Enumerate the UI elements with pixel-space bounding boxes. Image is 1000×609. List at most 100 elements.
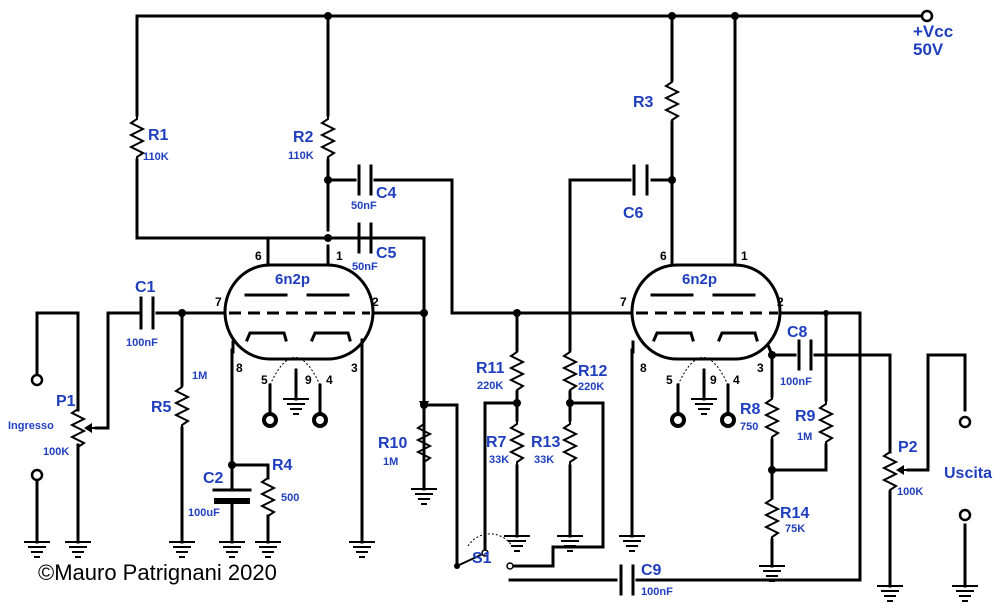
svg-text:100nF: 100nF <box>780 376 812 388</box>
input-terminal-hot <box>30 373 44 387</box>
potentiometer-P1 <box>71 404 108 452</box>
svg-text:8: 8 <box>236 361 243 375</box>
resistor-R1 <box>130 114 144 162</box>
svg-text:1: 1 <box>741 249 748 263</box>
svg-text:C9: C9 <box>641 562 662 579</box>
svg-text:4: 4 <box>326 373 333 387</box>
svg-text:C1: C1 <box>135 279 156 296</box>
svg-text:R5: R5 <box>151 399 172 416</box>
capacitor-C4 <box>357 164 373 196</box>
capacitor-C9 <box>619 564 635 596</box>
svg-text:C2: C2 <box>203 470 224 487</box>
svg-text:R1: R1 <box>148 127 169 144</box>
resistor-R8 <box>765 394 779 442</box>
svg-text:R14: R14 <box>780 505 809 522</box>
svg-text:C5: C5 <box>376 245 397 262</box>
tube-V1 <box>223 263 375 387</box>
switch-S1 <box>454 533 514 570</box>
svg-text:5: 5 <box>261 373 268 387</box>
capacitor-C8 <box>797 339 813 371</box>
vcc-label: +Vcc <box>913 22 953 41</box>
input-terminal-ground <box>30 468 44 482</box>
component-labels: +Vcc 50V 6n2p 6n2p R1 110K R2 110K R3 R5… <box>8 22 992 598</box>
svg-text:3: 3 <box>757 361 764 375</box>
svg-text:R9: R9 <box>795 408 816 425</box>
output-terminal-ground <box>958 508 972 522</box>
svg-text:100uF: 100uF <box>188 507 220 519</box>
resistor-R12 <box>563 347 577 395</box>
capacitor-C1 <box>139 296 155 330</box>
svg-text:100K: 100K <box>897 486 923 498</box>
resistor-R3 <box>665 77 679 125</box>
resistor-R9 <box>819 399 833 447</box>
svg-text:100nF: 100nF <box>126 337 158 349</box>
r10-wiper-arrow <box>419 401 429 410</box>
svg-text:220K: 220K <box>477 380 503 392</box>
svg-text:100nF: 100nF <box>641 586 673 598</box>
svg-text:500: 500 <box>281 492 299 504</box>
svg-text:8: 8 <box>640 361 647 375</box>
svg-text:100K: 100K <box>43 446 69 458</box>
potentiometer-P2 <box>883 447 910 495</box>
svg-text:2: 2 <box>372 295 379 309</box>
svg-text:7: 7 <box>215 295 222 309</box>
heater-terminals <box>262 412 736 428</box>
capacitor-C6 <box>632 164 649 196</box>
pin-numbers: 6 1 7 2 8 5 9 4 3 6 1 7 2 8 5 9 4 3 <box>215 249 784 387</box>
vcc-voltage: 50V <box>913 40 944 59</box>
svg-text:9: 9 <box>710 373 717 387</box>
svg-text:7: 7 <box>620 295 627 309</box>
svg-text:S1: S1 <box>472 550 492 567</box>
resistor-R4 <box>261 473 275 521</box>
svg-text:C4: C4 <box>376 185 397 202</box>
svg-text:C6: C6 <box>623 205 644 222</box>
svg-text:750: 750 <box>740 421 758 433</box>
svg-text:P1: P1 <box>56 393 76 410</box>
junction-dots <box>178 12 829 474</box>
svg-text:3: 3 <box>351 361 358 375</box>
svg-text:1M: 1M <box>383 456 398 468</box>
capacitor-C2 <box>212 488 252 504</box>
svg-text:110K: 110K <box>143 151 169 163</box>
svg-text:C8: C8 <box>787 324 808 341</box>
svg-text:6: 6 <box>660 249 667 263</box>
resistor-R2 <box>321 114 335 162</box>
terminals <box>30 9 972 522</box>
svg-text:R10: R10 <box>378 435 407 452</box>
vcc-terminal <box>920 9 934 23</box>
svg-text:220K: 220K <box>578 381 604 393</box>
resistor-R13 <box>563 419 577 467</box>
copyright: ©Mauro Patrignani 2020 <box>38 560 277 585</box>
svg-text:6: 6 <box>255 249 262 263</box>
resistor-R14 <box>765 494 779 542</box>
svg-text:R2: R2 <box>293 129 314 146</box>
wires <box>35 14 967 582</box>
svg-text:R12: R12 <box>578 363 607 380</box>
svg-text:9: 9 <box>305 373 312 387</box>
svg-text:50nF: 50nF <box>352 261 378 273</box>
svg-text:75K: 75K <box>785 523 805 535</box>
resistor-R7 <box>510 419 524 467</box>
output-terminal-hot <box>958 415 972 429</box>
tube-v2-label: 6n2p <box>682 271 717 288</box>
svg-text:R11: R11 <box>476 360 505 377</box>
svg-text:1M: 1M <box>192 370 207 382</box>
svg-text:50nF: 50nF <box>351 200 377 212</box>
svg-text:R4: R4 <box>272 457 293 474</box>
svg-text:110K: 110K <box>288 150 314 162</box>
svg-text:R8: R8 <box>740 401 761 418</box>
input-label: Ingresso <box>8 420 54 432</box>
output-label: Uscita <box>944 465 992 482</box>
tube-v1-label: 6n2p <box>275 271 310 288</box>
svg-text:33K: 33K <box>489 454 509 466</box>
svg-text:1: 1 <box>336 249 343 263</box>
svg-text:R13: R13 <box>531 434 560 451</box>
resistor-R11 <box>510 347 524 395</box>
svg-text:1M: 1M <box>797 431 812 443</box>
svg-text:R3: R3 <box>633 94 654 111</box>
svg-text:4: 4 <box>733 373 740 387</box>
tube-V2 <box>630 263 782 387</box>
svg-text:5: 5 <box>666 373 673 387</box>
svg-text:P2: P2 <box>898 439 918 456</box>
